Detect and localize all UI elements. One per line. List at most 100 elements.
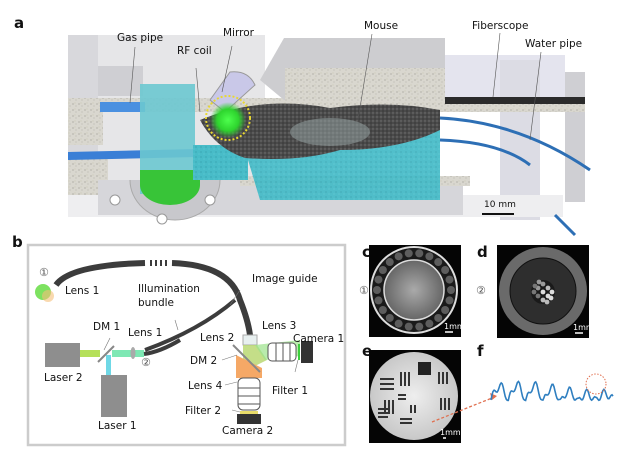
scale-bar-a-label: 10 mm xyxy=(484,200,516,210)
resolution-target-bar xyxy=(400,418,412,420)
ring-fiber xyxy=(404,322,413,331)
label-image-guide: Image guide xyxy=(252,273,318,285)
ring-fiber xyxy=(374,296,383,305)
scale-bar-c: 1mm xyxy=(444,322,465,331)
resolution-target-bar xyxy=(378,412,388,414)
resolution-target-bar xyxy=(446,372,448,384)
micrograph-d xyxy=(497,245,589,338)
dm-1 xyxy=(97,345,115,363)
dm-2 xyxy=(232,344,261,373)
label-fiberscope: Fiberscope xyxy=(472,20,529,32)
ring-fiber xyxy=(378,306,387,315)
fiber-core xyxy=(545,285,551,291)
label-mirror: Mirror xyxy=(223,27,254,39)
profile-f xyxy=(490,373,614,402)
ring-fiber xyxy=(434,313,443,322)
ring-fiber xyxy=(374,275,383,284)
resolution-target-bar xyxy=(388,400,390,414)
label-lens2: Lens 2 xyxy=(200,332,235,344)
label-bundle: bundle xyxy=(138,297,175,309)
green-fluorescence xyxy=(210,102,246,138)
label-lens1: Lens 1 xyxy=(128,327,163,339)
panel-a-label: a xyxy=(14,14,25,32)
ring-fiber xyxy=(378,265,387,274)
resolution-target-bar xyxy=(398,394,406,396)
resolution-target-bar xyxy=(400,372,402,386)
ring-fiber xyxy=(441,306,450,315)
ring-fiber xyxy=(425,252,434,261)
ring-fiber xyxy=(415,322,424,331)
intensity-profile-line xyxy=(490,380,614,402)
ring-fiber xyxy=(445,296,454,305)
ring-fiber xyxy=(425,319,434,328)
resolution-target-bar xyxy=(398,398,406,400)
fiber-core xyxy=(548,295,554,301)
panel-f-label: f xyxy=(477,342,484,360)
filter-2 xyxy=(240,411,258,414)
camera-2 xyxy=(237,414,261,424)
water-pipe xyxy=(439,116,591,172)
label-camera1: Camera 1 xyxy=(293,333,345,345)
camera-1 xyxy=(301,341,313,363)
highlight-circle xyxy=(585,373,607,395)
label-mouse: Mouse xyxy=(364,20,399,32)
label-lens4: Lens 4 xyxy=(188,380,223,392)
scale-bar-d: 1mm xyxy=(573,323,594,332)
resolution-target-bar xyxy=(448,398,450,410)
panel-c-marker: ① xyxy=(359,284,369,297)
marker-1: ① xyxy=(39,266,49,279)
resolution-target-bar xyxy=(410,405,412,413)
arrow-to-profile xyxy=(431,395,498,423)
label-camera2: Camera 2 xyxy=(222,425,274,437)
filter-1 xyxy=(298,344,300,360)
label-water-pipe: Water pipe xyxy=(525,38,583,50)
label-laser1: Laser 1 xyxy=(98,420,137,432)
fiber-core xyxy=(540,289,546,295)
panel-e-label: e xyxy=(362,342,373,360)
panel-c-label: c xyxy=(362,243,371,261)
lens-3 xyxy=(267,342,297,362)
ring-fiber xyxy=(394,252,403,261)
resolution-target-bar xyxy=(408,372,410,386)
label-gas-pipe: Gas pipe xyxy=(117,32,164,44)
fiber-core xyxy=(532,283,538,289)
ring-fiber xyxy=(385,313,394,322)
panel-d-marker: ② xyxy=(476,284,486,297)
laser-2 xyxy=(45,343,80,367)
fiber-core xyxy=(540,297,546,303)
resolution-target-bar xyxy=(378,416,388,418)
fiberscope xyxy=(445,97,585,104)
rf-coil xyxy=(205,95,251,141)
ring-fiber xyxy=(394,319,403,328)
ring-fiber xyxy=(415,249,424,258)
label-dm2: DM 2 xyxy=(190,355,218,367)
resolution-target-bar xyxy=(378,408,388,410)
ring-fiber xyxy=(373,286,381,294)
ring-fiber xyxy=(385,258,394,267)
label-illumination: Illumination xyxy=(138,283,200,295)
label-filter1: Filter 1 xyxy=(272,385,309,397)
resolution-target-bar xyxy=(442,372,444,384)
fiber-core xyxy=(544,299,550,305)
resolution-target-bar xyxy=(380,383,394,385)
micrograph-c xyxy=(369,245,461,337)
illumination-fiber-top xyxy=(53,260,146,287)
resolution-target-bar xyxy=(414,405,416,413)
mirror xyxy=(209,71,256,113)
gas-pipe xyxy=(100,102,145,112)
resolution-target-bar xyxy=(384,400,386,414)
resolution-target-bar xyxy=(392,400,394,414)
fiber-core xyxy=(536,279,542,285)
ring-fiber xyxy=(434,258,443,267)
illumination-bundle xyxy=(144,298,237,352)
fiber-core xyxy=(540,281,546,287)
image-guide xyxy=(171,260,253,336)
ring-fiber xyxy=(441,265,450,274)
label-rf-coil: RF coil xyxy=(177,45,212,57)
marker-2: ② xyxy=(141,356,151,369)
label-laser2: Laser 2 xyxy=(44,372,83,384)
resolution-target-bar xyxy=(440,398,442,410)
label-dm1: DM 1 xyxy=(93,321,121,333)
label-lens3: Lens 3 xyxy=(262,320,297,332)
